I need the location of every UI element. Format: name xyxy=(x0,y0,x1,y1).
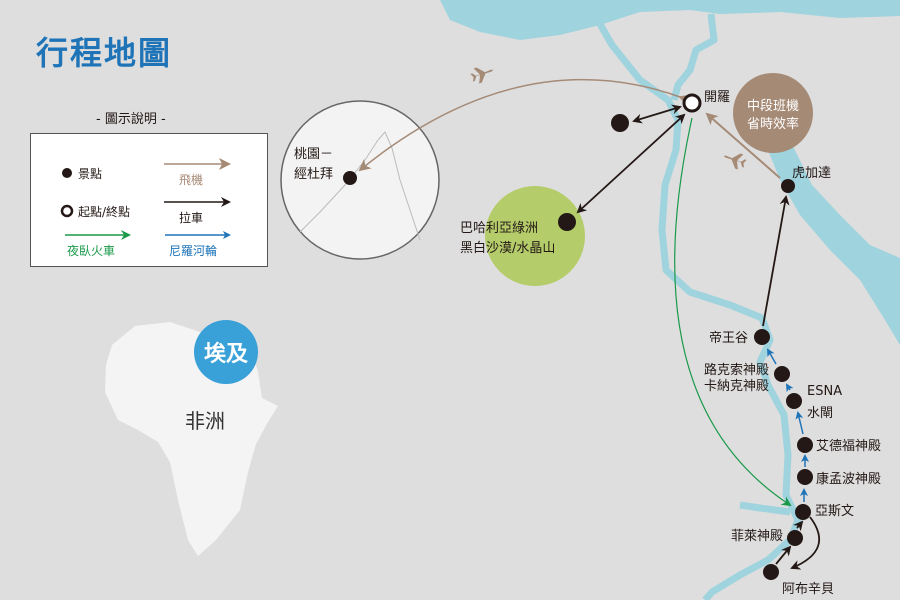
page-title: 行程地圖 xyxy=(36,34,173,72)
egypt-badge xyxy=(194,320,258,384)
label-esna-1: ESNA xyxy=(807,384,842,399)
airplane-icon xyxy=(470,67,494,84)
spot-hurghada[interactable] xyxy=(781,179,795,193)
legend-train-label: 夜臥火車 xyxy=(67,244,116,258)
car-route-abusimbel-philae xyxy=(775,545,792,565)
train-route-cairo-aswan xyxy=(674,117,792,507)
flight-route-hurghada-cairo xyxy=(705,112,781,179)
continent-label: 非洲 xyxy=(185,409,225,433)
callout-badge xyxy=(733,73,813,153)
airplane-icon xyxy=(723,153,747,170)
taoyuan-dot xyxy=(343,171,357,185)
cruise-leg xyxy=(795,411,804,435)
bahariya-area xyxy=(485,186,585,286)
flight-route-taipei-cairo xyxy=(358,78,692,172)
label-edfu: 艾德福神殿 xyxy=(816,439,881,454)
label-philae: 菲萊神殿 xyxy=(731,529,783,544)
spot-aswan[interactable] xyxy=(795,504,811,520)
legend-spot-label: 景點 xyxy=(78,167,103,181)
label-kom-ombo: 康孟波神殿 xyxy=(816,471,881,487)
label-esna-2: 水閘 xyxy=(807,406,833,421)
spot-west-of-cairo[interactable] xyxy=(611,114,629,132)
inset-label-2: 經杜拜 xyxy=(294,167,333,182)
spot-esna[interactable] xyxy=(786,393,802,409)
legend-start-end-label: 起點/終點 xyxy=(78,205,131,219)
legend-cruise-label: 尼羅河輪 xyxy=(169,244,218,258)
legend-car-label: 拉車 xyxy=(179,211,204,225)
label-bahariya-1: 巴哈利亞綠洲 xyxy=(460,221,538,236)
car-route-philae-aswan xyxy=(793,520,804,532)
spot-philae[interactable] xyxy=(787,530,803,546)
label-valley-kings: 帝王谷 xyxy=(709,330,748,346)
start-end-symbol-icon xyxy=(60,204,74,218)
inset-label-1: 桃園－ xyxy=(294,147,333,162)
legend-box: 景點 起點/終點 飛機 拉車 夜臥火車 尼羅河輪 xyxy=(30,133,268,267)
spot-edfu[interactable] xyxy=(797,437,813,453)
label-abu-simbel: 阿布辛貝 xyxy=(782,582,834,597)
cruise-leg xyxy=(785,383,794,393)
spot-valley-kings[interactable] xyxy=(754,329,770,345)
legend-heading: - 圖示說明 - xyxy=(96,112,166,127)
egypt-badge-label: 埃及 xyxy=(204,341,249,367)
callout-line2: 省時效率 xyxy=(747,116,799,132)
car-route-valley-hurghada xyxy=(762,195,790,327)
spot-abu-simbel[interactable] xyxy=(763,564,779,580)
mediterranean-sea xyxy=(440,0,900,40)
label-aswan: 亞斯文 xyxy=(815,504,854,519)
label-luxor-2: 卡納克神殿 xyxy=(704,379,769,394)
label-cairo: 開羅 xyxy=(704,90,730,105)
legend-symbols xyxy=(60,158,231,240)
label-luxor-1: 路克索神殿 xyxy=(704,362,769,378)
spot-bahariya[interactable] xyxy=(558,213,576,231)
spot-kom-ombo[interactable] xyxy=(797,469,813,485)
label-hurghada: 虎加達 xyxy=(792,166,831,181)
car-route-aswan-abusimbel xyxy=(790,516,821,570)
callout-line1: 中段班機 xyxy=(747,99,799,114)
legend-flight-label: 飛機 xyxy=(179,173,204,187)
car-route-cairo-bahariya xyxy=(576,113,686,214)
spot-symbol-icon xyxy=(62,168,72,178)
cruise-leg xyxy=(767,348,777,365)
red-sea xyxy=(762,118,900,345)
cairo-start-point[interactable] xyxy=(682,93,702,113)
label-bahariya-2: 黑白沙漠/水晶山 xyxy=(460,240,555,256)
spot-luxor[interactable] xyxy=(774,366,790,382)
